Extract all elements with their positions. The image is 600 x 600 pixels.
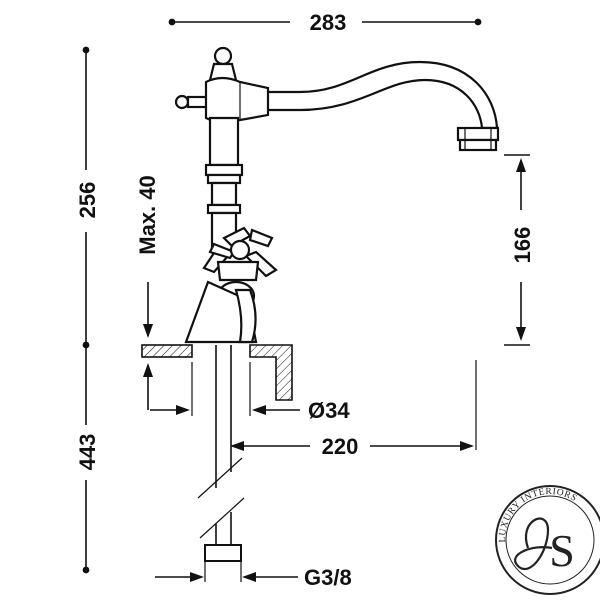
brand-logo: LUXURY INTERIORS S (495, 485, 600, 595)
left-height-dimension: 256 443 (75, 46, 100, 574)
faucet-body (174, 46, 500, 344)
countertop-section (141, 344, 293, 401)
supply-pipe (197, 345, 245, 562)
thread-label: G3/8 (304, 565, 352, 590)
hole-diameter-dimension: Ø34 (150, 362, 350, 423)
max-mount-label: Max. 40 (135, 175, 160, 255)
bottom-height-label: 443 (75, 434, 100, 471)
thread-dimension: G3/8 (155, 562, 352, 590)
hole-diameter-label: Ø34 (308, 398, 350, 423)
spout-height-dimension: 166 (504, 154, 535, 346)
top-width-label: 283 (310, 10, 347, 35)
logo-monogram: S (549, 525, 575, 576)
max-mount-dimension: Max. 40 (135, 175, 160, 410)
reach-dimension: 220 (230, 360, 477, 459)
reach-label: 220 (322, 434, 359, 459)
top-width-dimension: 283 (168, 10, 482, 35)
spout-height-label: 166 (510, 227, 535, 264)
total-height-label: 256 (75, 182, 100, 219)
